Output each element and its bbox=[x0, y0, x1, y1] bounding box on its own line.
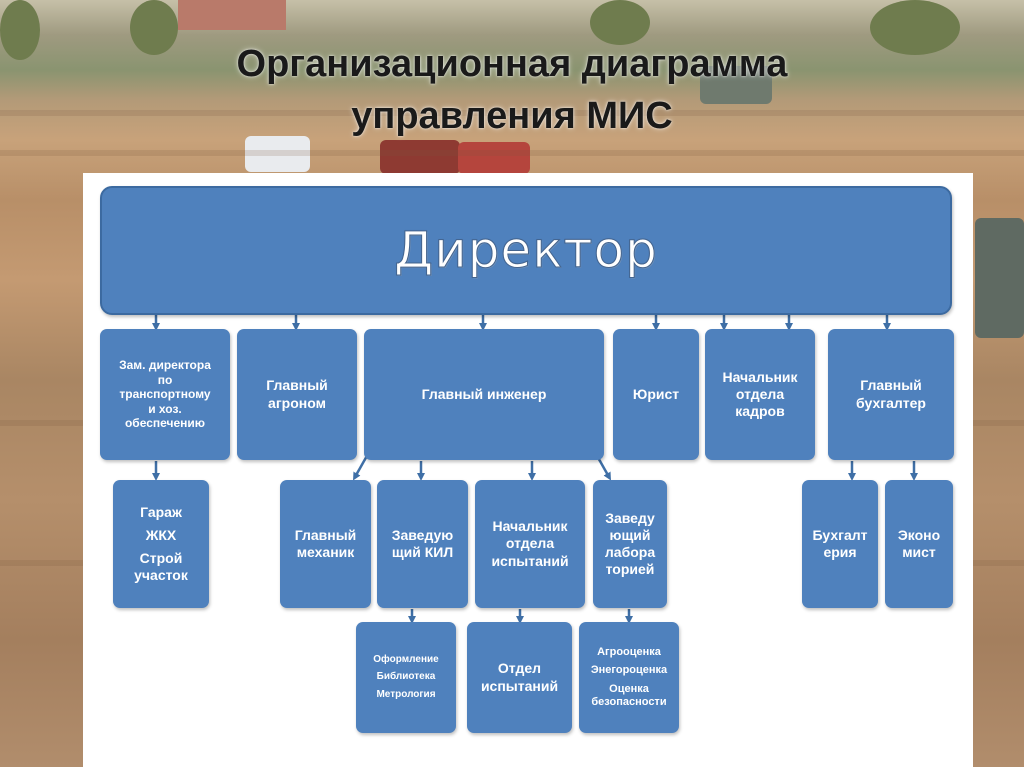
economist-label: Эконо мист bbox=[897, 526, 941, 560]
chief-agronomist-label: Главный агроном bbox=[266, 377, 328, 411]
slide-title-text: Организационная диаграмма управления МИС bbox=[236, 43, 788, 137]
deputy-director-label: Зам. директора по транспортному и хоз. о… bbox=[119, 357, 211, 431]
field-row bbox=[0, 110, 1024, 116]
director-box: Директор bbox=[100, 186, 952, 315]
lawyer-label: Юрист bbox=[632, 385, 680, 402]
library-label: Библиотека bbox=[376, 671, 436, 683]
accounting-box: Бухгалт ерия bbox=[802, 480, 878, 608]
construction-site-label: Строй участок bbox=[134, 550, 188, 584]
car bbox=[245, 136, 310, 172]
chief-mechanic-label: Главный механик bbox=[294, 526, 357, 560]
kil-head-label: Заведую щий КИЛ bbox=[391, 526, 454, 560]
slide-title: Организационная диаграмма управления МИС bbox=[0, 38, 1024, 142]
kil-units-box: Оформление Библиотека Метрология bbox=[356, 622, 456, 733]
testing-head-box: Начальник отдела испытаний bbox=[475, 480, 585, 608]
testing-head-label: Начальник отдела испытаний bbox=[491, 518, 569, 569]
kil-head-box: Заведую щий КИЛ bbox=[377, 480, 468, 608]
garage-label: Гараж bbox=[140, 503, 182, 520]
hr-head-label: Начальник отдела кадров bbox=[722, 368, 798, 420]
economist-box: Эконо мист bbox=[885, 480, 953, 608]
farm-building bbox=[178, 0, 286, 30]
agro-assessment-label: Агрооценка bbox=[597, 645, 661, 658]
chief-mechanic-box: Главный механик bbox=[280, 480, 371, 608]
lab-head-box: Заведу ющий лабора торией bbox=[593, 480, 667, 608]
tree bbox=[0, 0, 40, 60]
energy-assessment-label: Энегороценка bbox=[590, 664, 668, 677]
chief-accountant-box: Главный бухгалтер bbox=[828, 329, 954, 460]
housing-utilities-label: ЖКХ bbox=[145, 526, 177, 543]
lab-units-box: Агрооценка Энегороценка Оценка безопасно… bbox=[579, 622, 679, 733]
lawyer-box: Юрист bbox=[613, 329, 699, 460]
testing-dept-box: Отдел испытаний bbox=[467, 622, 572, 733]
tree bbox=[130, 0, 178, 55]
tree bbox=[590, 0, 650, 45]
hr-head-box: Начальник отдела кадров bbox=[705, 329, 815, 460]
testing-dept-label: Отдел испытаний bbox=[480, 660, 559, 694]
registration-label: Оформление bbox=[373, 654, 439, 666]
lab-head-label: Заведу ющий лабора торией bbox=[604, 509, 656, 578]
field-row bbox=[0, 150, 1024, 156]
chief-agronomist-box: Главный агроном bbox=[237, 329, 357, 460]
truck bbox=[975, 218, 1024, 338]
metrology-label: Метрология bbox=[376, 688, 436, 700]
deputy-director-box: Зам. директора по транспортному и хоз. о… bbox=[100, 329, 230, 460]
director-label: Директор bbox=[394, 221, 658, 280]
safety-assessment-label: Оценка безопасности bbox=[591, 682, 667, 708]
chief-engineer-box: Главный инженер bbox=[364, 329, 604, 460]
tree bbox=[870, 0, 960, 55]
accounting-label: Бухгалт ерия bbox=[812, 526, 868, 560]
deputy-units-box: Гараж ЖКХ Строй участок bbox=[113, 480, 209, 608]
tractor bbox=[458, 142, 530, 174]
chief-engineer-label: Главный инженер bbox=[421, 385, 547, 402]
chief-accountant-label: Главный бухгалтер bbox=[856, 377, 926, 411]
truck bbox=[700, 66, 772, 104]
tractor bbox=[380, 140, 460, 174]
